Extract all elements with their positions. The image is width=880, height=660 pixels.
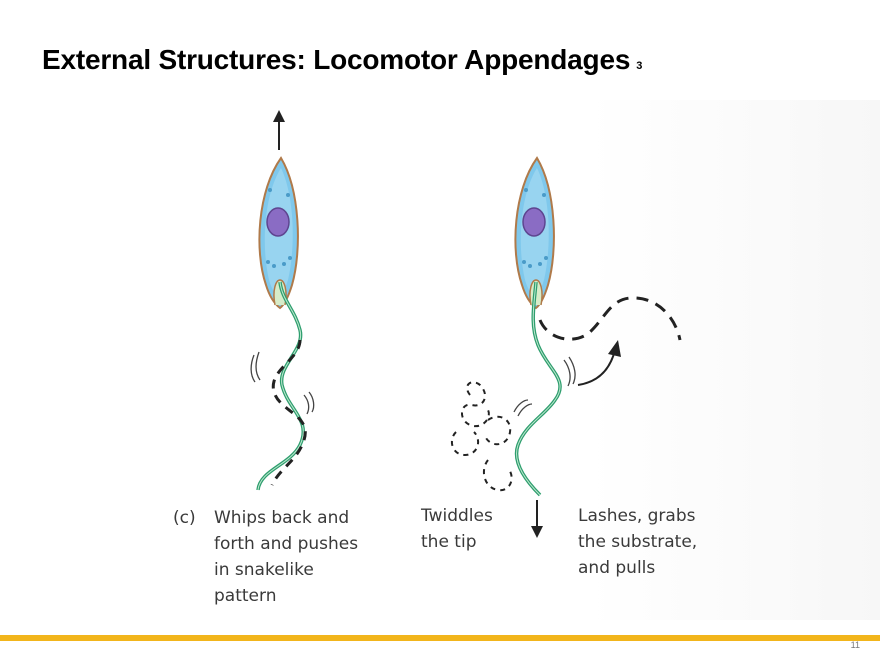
dashed-flagellum-path <box>270 339 307 486</box>
twiddle-loops <box>461 381 490 428</box>
page-number: 11 <box>850 640 860 650</box>
caption-whips: Whips back and forth and pushes in snake… <box>214 508 359 606</box>
flagellum <box>514 281 562 497</box>
slide-title-text: External Structures: Locomotor Appendage… <box>42 44 631 75</box>
slide-title: External Structures: Locomotor Appendage… <box>42 44 642 76</box>
nucleus <box>522 207 546 237</box>
dashed-lash-path <box>538 296 682 341</box>
left-organism <box>250 110 315 491</box>
caption-lashes: Lashes, grabs the substrate, and pulls <box>578 506 698 578</box>
curved-arrow-icon <box>577 349 616 386</box>
up-arrow-head <box>273 110 285 122</box>
slide-title-number: 3 <box>636 60 643 72</box>
right-organism <box>450 156 682 538</box>
flagellum <box>256 281 306 491</box>
footer-bar <box>0 635 880 641</box>
caption-twiddles: Twiddles the tip <box>421 506 493 552</box>
panel-label: (c) <box>173 508 196 528</box>
flagellum-diagram <box>250 110 682 538</box>
nucleus <box>266 207 290 237</box>
